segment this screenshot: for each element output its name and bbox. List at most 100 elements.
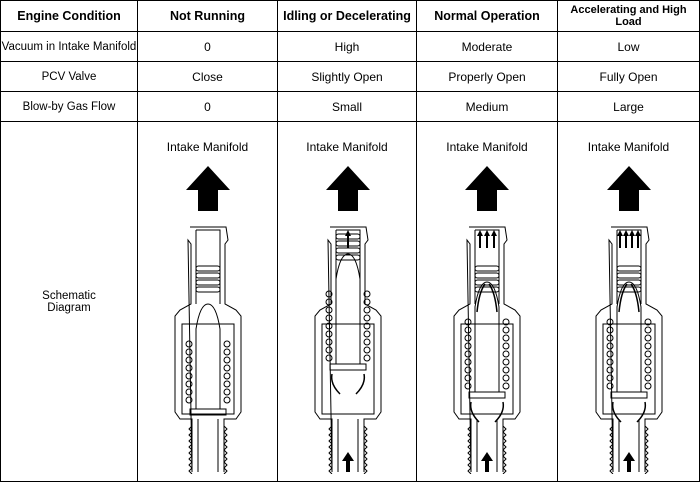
thread-mark: [608, 449, 649, 457]
spring-coil: [606, 350, 613, 358]
outflow-arrow-icon: [326, 166, 370, 211]
spring-coil: [644, 342, 651, 350]
spring-coil: [644, 318, 651, 326]
thread-mark: [467, 467, 507, 474]
row-label: Vacuum in Intake Manifold: [0, 31, 138, 62]
cell: 0: [137, 91, 278, 122]
spring-coil: [185, 364, 193, 372]
spring-coil: [464, 366, 472, 374]
spring-coil: [606, 374, 613, 382]
spring-coil: [223, 388, 231, 396]
header-normal: Normal Operation: [416, 0, 558, 32]
spring-coil: [325, 354, 333, 362]
spring-coil: [464, 358, 472, 366]
spring-coil: [363, 346, 371, 354]
spring-coil: [325, 322, 333, 330]
schematic-label: Schematic Diagram: [0, 121, 138, 482]
spring-coil: [464, 350, 472, 358]
thread-mark: [328, 425, 368, 433]
upper-spring-coil: [195, 265, 221, 272]
spring-coil: [185, 380, 193, 388]
flow-arrow-icon: [345, 230, 351, 248]
spring-coil: [464, 374, 472, 382]
spring-coil: [644, 382, 651, 390]
row-label: PCV Valve: [0, 61, 138, 92]
thread-mark: [188, 437, 228, 445]
spring-coil: [606, 366, 613, 374]
cell: Small: [277, 91, 417, 122]
spring-coil: [185, 348, 193, 356]
curved-flow-arrow-icon: [469, 401, 505, 423]
spring-coil: [502, 326, 510, 334]
flow-arrow-icon: [616, 230, 623, 248]
spring-coil: [325, 298, 333, 306]
thread-mark: [188, 467, 228, 474]
upper-spring-coil: [616, 279, 641, 286]
thread-mark: [608, 431, 649, 439]
spring-coil: [464, 382, 472, 390]
thread-mark: [328, 461, 368, 469]
thread-mark: [467, 461, 507, 469]
thread-mark: [328, 443, 368, 451]
plunger: [335, 253, 361, 364]
upper-spring-coil: [474, 265, 500, 272]
cell: Moderate: [416, 31, 558, 62]
thread-mark: [608, 443, 649, 451]
spring-coil: [325, 314, 333, 322]
cell: 0: [137, 31, 278, 62]
outflow-arrow-icon: [465, 166, 509, 211]
thread-mark: [608, 455, 649, 463]
diagram-cell: Intake Manifold: [137, 121, 278, 482]
flow-arrow-icon: [622, 230, 629, 248]
spring-coil: [606, 318, 613, 326]
upper-spring-coil: [616, 265, 641, 272]
spring-coil: [185, 396, 193, 404]
diagram-cell: Intake Manifold: [416, 121, 558, 482]
inflow-arrow-icon: [342, 452, 354, 472]
thread-mark: [608, 425, 649, 433]
spring-coil: [502, 374, 510, 382]
header-idling: Idling or Decelerating: [277, 0, 417, 32]
upper-spring-coil: [616, 272, 641, 279]
thread-mark: [608, 437, 649, 445]
spring-coil: [502, 358, 510, 366]
thread-mark: [467, 449, 507, 457]
flow-arrow-icon: [484, 230, 490, 248]
spring-coil: [502, 350, 510, 358]
spring-coil: [363, 330, 371, 338]
table-row: Vacuum in Intake Manifold 0 High Moderat…: [0, 31, 700, 62]
valve-diagram: [174, 166, 242, 474]
schematic-label-line2: Diagram: [47, 301, 91, 314]
curved-flow-arrow-icon: [611, 401, 646, 423]
spring-coil: [606, 358, 613, 366]
plunger: [195, 303, 221, 409]
schematic-row: Schematic Diagram Intake Manifold Intake…: [0, 121, 700, 482]
diagram-cell: Intake Manifold: [557, 121, 700, 482]
header-not-running: Not Running: [137, 0, 278, 32]
spring-coil: [325, 290, 333, 298]
flow-arrow-icon: [634, 230, 641, 248]
thread-mark: [328, 437, 368, 445]
cell: Slightly Open: [277, 61, 417, 92]
spring-coil: [464, 318, 472, 326]
thread-mark: [328, 467, 368, 474]
thread-mark: [188, 443, 228, 451]
spring-coil: [325, 306, 333, 314]
curved-flow-arrow-icon: [330, 373, 366, 395]
caption: Intake Manifold: [306, 140, 388, 154]
plunger-seat: [610, 391, 647, 399]
cell: Large: [557, 91, 700, 122]
spring-coil: [644, 326, 651, 334]
thread-mark: [328, 431, 368, 439]
spring-coil: [363, 338, 371, 346]
spring-coil: [185, 372, 193, 380]
spring-coil: [185, 340, 193, 348]
valve-diagram: [314, 166, 382, 474]
spring-coil: [644, 334, 651, 342]
spring-coil: [325, 330, 333, 338]
cell: High: [277, 31, 417, 62]
thread-mark: [467, 443, 507, 451]
spring-coil: [185, 388, 193, 396]
upper-spring-coil: [335, 254, 361, 261]
valve-diagram: [453, 166, 521, 474]
